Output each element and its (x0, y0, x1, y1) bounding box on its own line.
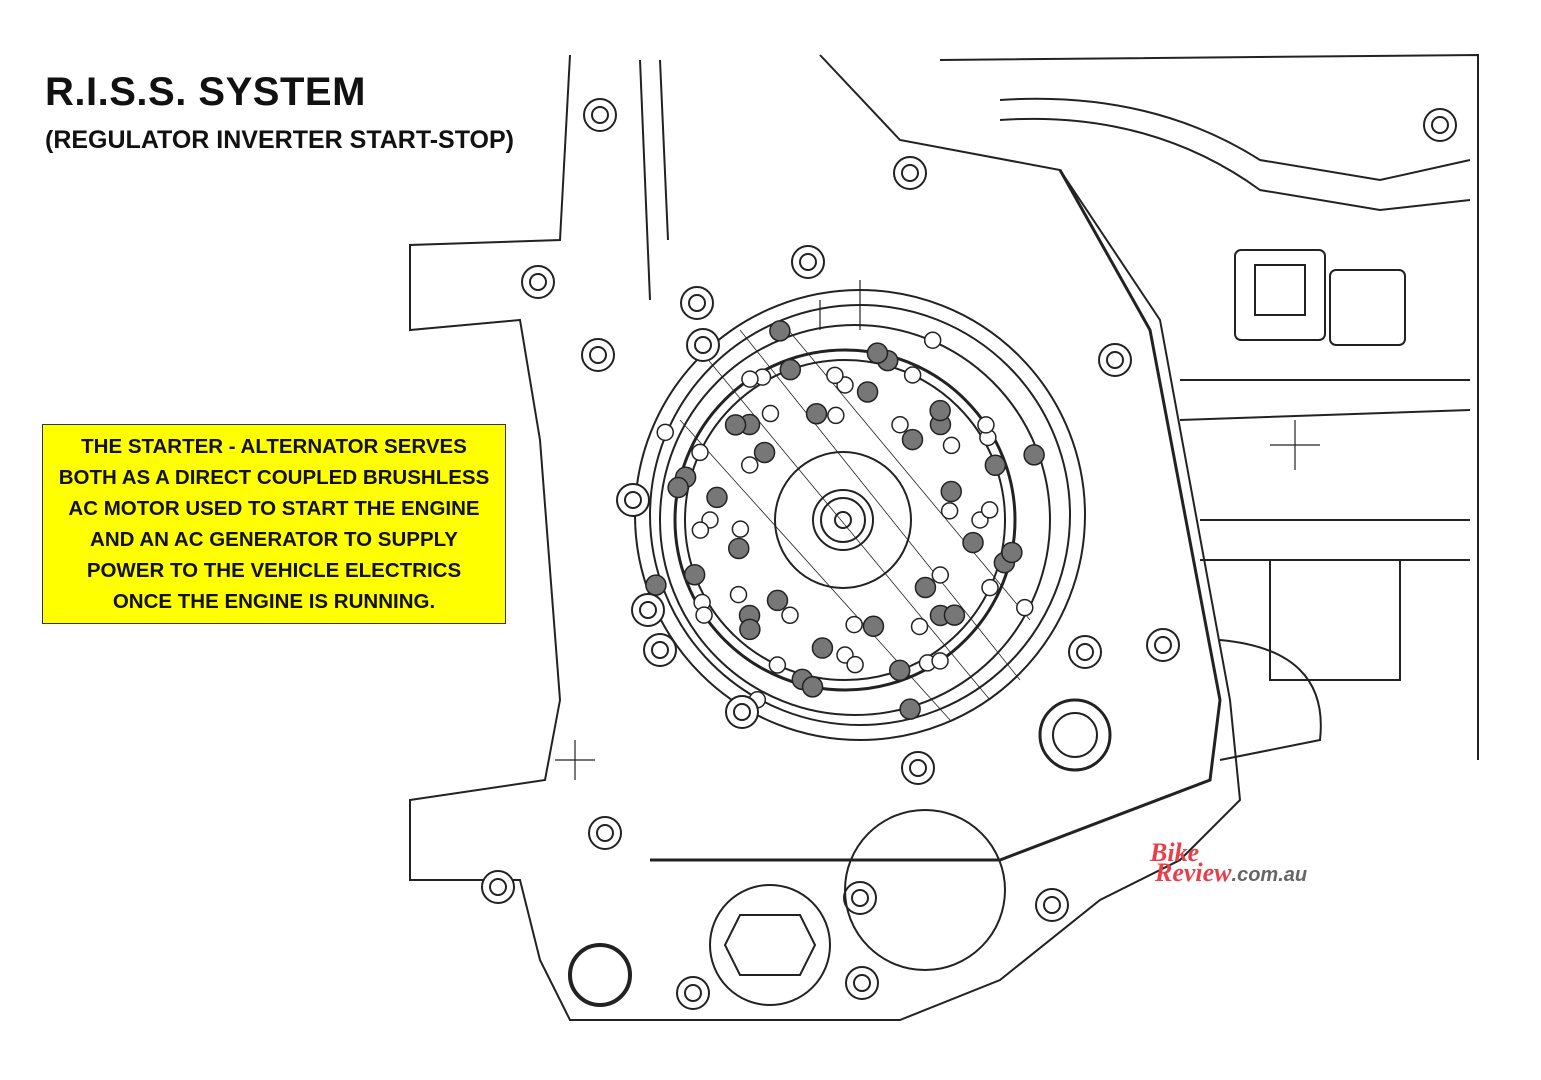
rotor-hole (845, 615, 863, 634)
bolt-center (1431, 116, 1449, 134)
callout-line: ONCE THE ENGINE IS RUNNING. (112, 590, 436, 613)
rotor-hole (740, 456, 759, 474)
bolt-center (1076, 643, 1094, 661)
bolt-center (1106, 351, 1124, 369)
rotor-hole (977, 416, 995, 434)
bolt-center (684, 984, 702, 1002)
rotor-hole (901, 428, 924, 451)
rotor-hole (931, 566, 950, 584)
mounting-bolts (481, 98, 1457, 1010)
rotor-hole (923, 331, 942, 349)
callout-line: BOTH AS A DIRECT COUPLED BRUSHLESS (58, 466, 490, 489)
bolt-center (489, 878, 507, 896)
rotor-hole (779, 358, 802, 381)
bolt-center (639, 601, 657, 619)
rotor-hole (781, 606, 799, 625)
rotor-hole (856, 381, 879, 403)
engine-line-drawing (409, 53, 1479, 1021)
rotor-hole (801, 676, 824, 698)
bolt-center (1154, 636, 1172, 654)
rotor-hole (899, 698, 921, 720)
bolt-center (624, 491, 642, 509)
bolt-center (694, 336, 712, 354)
rotor-hole (929, 399, 951, 422)
explanation-callout: THE STARTER - ALTERNATOR SERVES BOTH AS … (42, 424, 506, 624)
bolt-center (799, 253, 817, 271)
bolt-center (651, 641, 669, 659)
callout-line: THE STARTER - ALTERNATOR SERVES (81, 435, 467, 458)
bolt-center (909, 759, 927, 777)
crosshair-marks (555, 280, 1320, 780)
rotor-hole (862, 615, 885, 638)
rotor-hole (931, 652, 949, 670)
rotor-hole (1001, 541, 1023, 564)
bolt-center (901, 164, 919, 182)
bolt-center (853, 974, 871, 992)
rotor-hole (727, 537, 750, 560)
rotor-hole (903, 366, 922, 384)
callout-line: AND AN AC GENERATOR TO SUPPLY (90, 528, 458, 551)
rotor-hole (766, 589, 789, 612)
rotor-hole (866, 342, 889, 364)
callout-line: POWER TO THE VEHICLE ELECTRICS (86, 559, 462, 582)
bolt-center (851, 889, 869, 907)
bolt-center (529, 273, 547, 291)
rotor-hole (768, 656, 787, 674)
rotor-hole (984, 454, 1007, 477)
lower-cover (568, 698, 1112, 1007)
watermark-domain: .com.au (1231, 864, 1308, 886)
rotor-hole (769, 320, 791, 342)
rotor-hole (667, 476, 689, 499)
bolt-center (1043, 896, 1061, 914)
rotor-hole (846, 655, 864, 674)
callout-line: AC MOTOR USED TO START THE ENGINE (68, 497, 480, 520)
rotor-hole (695, 606, 713, 624)
rotor-hole (753, 441, 776, 464)
rotor-hole (741, 370, 759, 388)
rotor-hole (729, 585, 748, 604)
bolt-center (591, 106, 609, 124)
rotor-hole (1023, 444, 1045, 466)
bolt-center (589, 346, 607, 364)
rotor-hole (962, 531, 984, 554)
rotor-hole (683, 563, 706, 586)
rotor-hole (981, 578, 999, 597)
rotor-hole (731, 520, 750, 538)
rotor-hole (891, 415, 909, 434)
rotor-hole (805, 402, 828, 425)
bolt-center (733, 703, 751, 721)
rotor-hole (940, 502, 959, 520)
bolt-center (688, 294, 706, 312)
rotor-hole (645, 574, 667, 596)
rotor-hole (706, 486, 728, 509)
rotor-hole (761, 404, 780, 423)
rotor-hole (827, 406, 845, 425)
rotor-hole (888, 659, 911, 682)
rotor-hole (910, 617, 929, 636)
page-subtitle: (REGULATOR INVERTER START-STOP) (45, 126, 514, 154)
rotor-hole (1016, 598, 1034, 617)
rotor-hole (724, 414, 747, 436)
rotor-hole (691, 521, 710, 539)
rotor-hole (940, 480, 963, 503)
rotor-hole (691, 443, 709, 462)
rotor-hole (914, 576, 937, 599)
rotor-hole (942, 436, 961, 455)
page-title: R.I.S.S. SYSTEM (45, 70, 366, 114)
rotor-hole (980, 501, 999, 519)
engine-frame-outline (409, 53, 1479, 1021)
rotor-hole (826, 366, 844, 385)
rotor-hole (811, 637, 834, 659)
rotor-hole (656, 423, 674, 442)
watermark-brand-top: Bike (1150, 838, 1200, 867)
rotor-hole (739, 618, 761, 641)
rotor-holes (645, 320, 1045, 720)
rotor-hole (943, 604, 966, 626)
watermark-brand-bottom: Review (1155, 858, 1232, 887)
bolt-center (596, 824, 614, 842)
